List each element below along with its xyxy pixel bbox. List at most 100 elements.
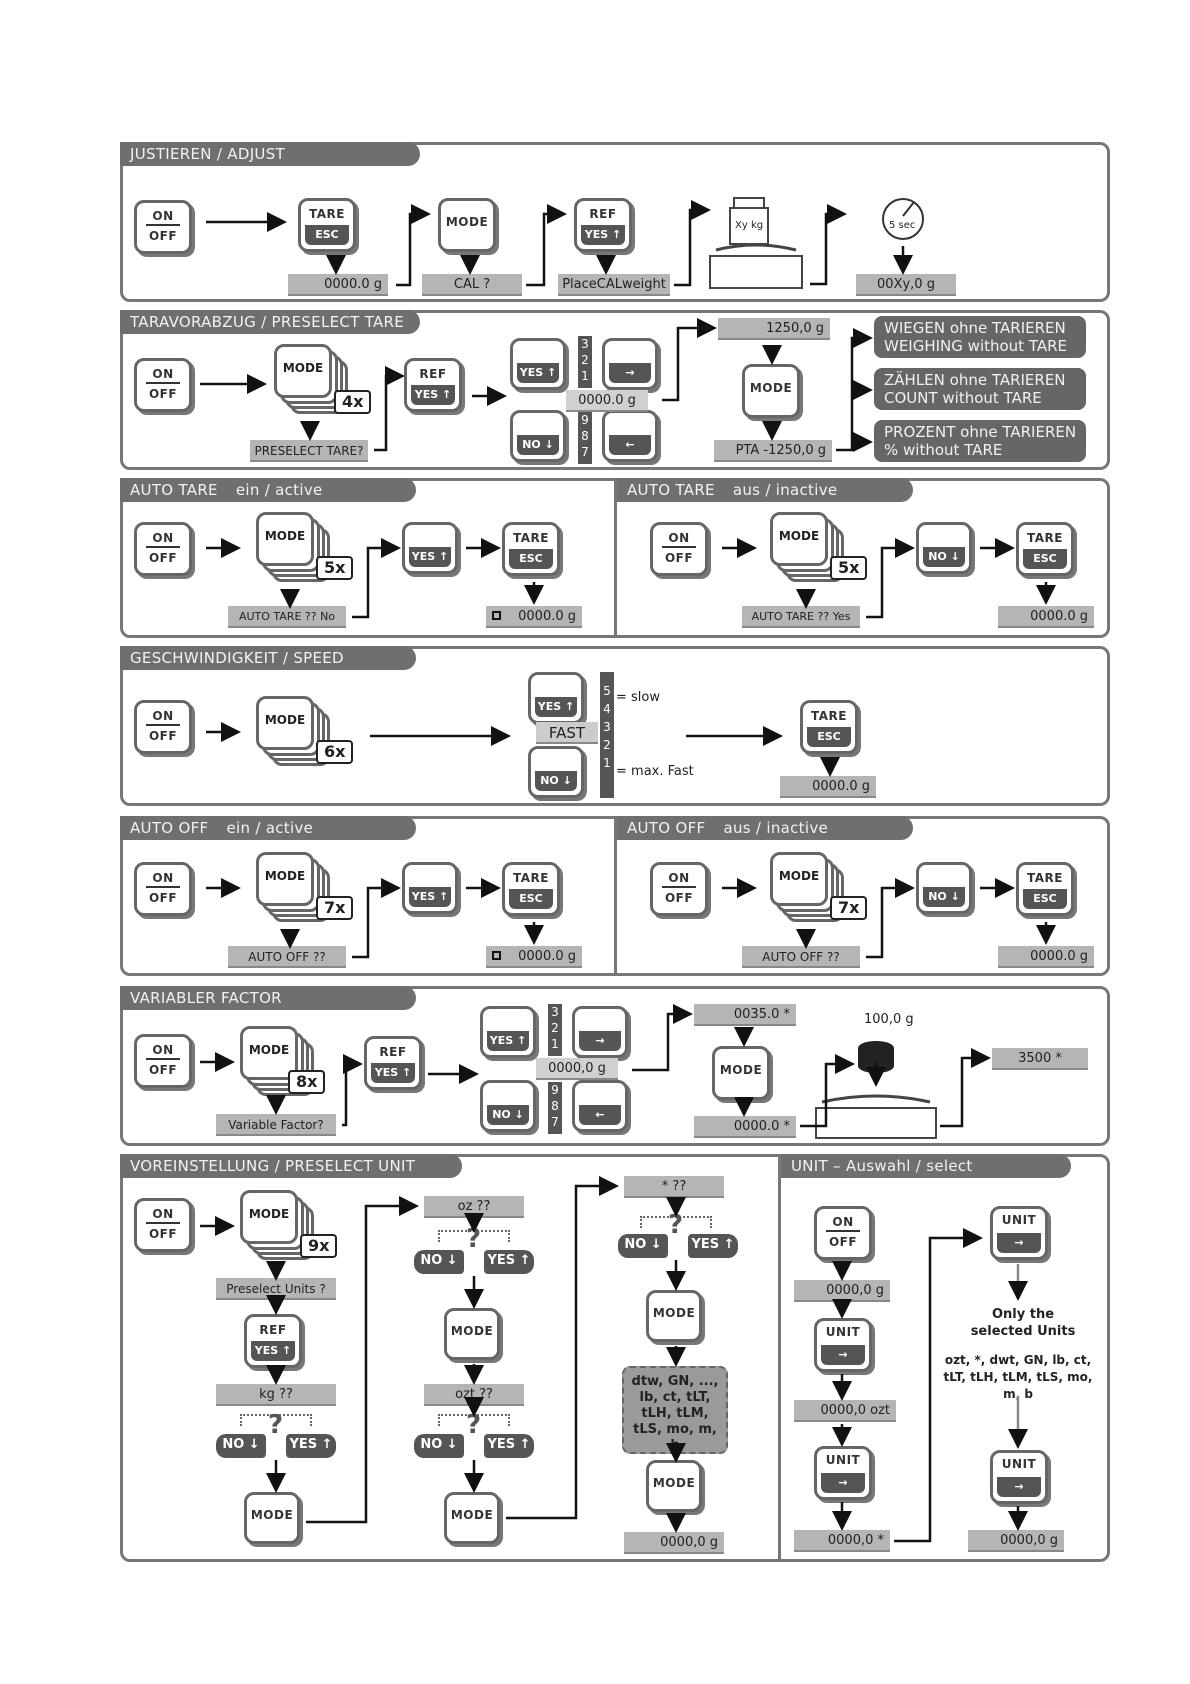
ref-yes-key[interactable]: REF YES ↑ — [244, 1314, 302, 1368]
no-down-key[interactable]: NO ↓ — [414, 1250, 464, 1274]
mode-key[interactable]: MODE — [646, 1290, 702, 1342]
variable-factor-prompt: Variable Factor? — [216, 1114, 336, 1136]
right-arrow-key[interactable]: → — [602, 338, 658, 390]
preselect-unit-title: VOREINSTELLUNG / PRESELECT UNIT — [120, 1154, 462, 1178]
mode-key[interactable]: MODE — [646, 1460, 702, 1512]
choice-bracket — [640, 1216, 712, 1228]
tare-esc-key[interactable]: TARE ESC — [502, 522, 560, 576]
no-down-key[interactable]: NO ↓ — [916, 862, 972, 914]
mode-key-stack[interactable]: MODE 5x — [770, 512, 870, 592]
left-arrow-key[interactable]: ← — [572, 1080, 628, 1132]
yes-up-key[interactable]: YES ↑ — [402, 522, 458, 574]
mode-key-stack[interactable]: MODE 7x — [770, 852, 870, 932]
digit-entry-display: 0000,0 g — [536, 1058, 618, 1080]
yes-up-key[interactable]: YES ↑ — [528, 672, 584, 724]
scale-with-weight-icon — [812, 1034, 940, 1142]
timer-icon: 5 sec — [880, 196, 926, 242]
auto-tare-off-prompt: AUTO TARE ?? Yes — [742, 606, 860, 628]
adjust-display-2: CAL ? — [422, 274, 522, 296]
auto-tare-off-result: 0000.0 g — [998, 606, 1094, 628]
no-down-key[interactable]: NO ↓ — [510, 410, 566, 462]
no-down-key[interactable]: NO ↓ — [916, 522, 972, 574]
no-down-key[interactable]: NO ↓ — [414, 1434, 464, 1458]
question-mark-icon: ? — [466, 1224, 482, 1254]
tare-esc-key[interactable]: TARE ESC — [298, 198, 356, 252]
mode-key-stack[interactable]: MODE 8x — [240, 1026, 340, 1106]
adjust-display-1: 0000.0 g — [288, 274, 388, 296]
units-list-box: dtw, GN, ..., lb, ct, tLT, tLH, tLM, tLS… — [622, 1366, 728, 1454]
unit-display-1: 0000,0 g — [794, 1280, 890, 1302]
no-down-key[interactable]: NO ↓ — [480, 1080, 536, 1132]
yes-up-key[interactable]: YES ↑ — [510, 338, 566, 390]
tare-esc-key[interactable]: TARE ESC — [1016, 522, 1074, 576]
unit-display-2: 0000,0 ozt — [794, 1400, 896, 1422]
question-mark-icon: ? — [268, 1410, 284, 1440]
mode-key-stack[interactable]: MODE 5x — [256, 512, 356, 592]
yes-up-key[interactable]: YES ↑ — [484, 1434, 534, 1458]
no-down-key[interactable]: NO ↓ — [528, 746, 584, 798]
mode-key[interactable]: MODE — [244, 1492, 300, 1544]
unit-key[interactable]: UNIT → — [814, 1318, 872, 1372]
scale-with-weight-icon: Xy kg — [706, 194, 806, 294]
unit-key[interactable]: UNIT → — [990, 1206, 1048, 1260]
press-count-badge: 5x — [316, 556, 354, 580]
yes-up-key[interactable]: YES ↑ — [402, 862, 458, 914]
mode-key[interactable]: MODE — [712, 1046, 770, 1100]
mode-key[interactable]: MODE — [444, 1492, 500, 1544]
only-selected-units-note: Only the selected Units — [970, 1307, 1076, 1339]
mode-key-stack[interactable]: MODE 9x — [240, 1190, 340, 1270]
mode-key[interactable]: MODE — [444, 1308, 500, 1360]
tare-esc-key[interactable]: TARE ESC — [800, 700, 858, 754]
no-down-key[interactable]: NO ↓ — [216, 1434, 266, 1458]
right-arrow-key[interactable]: → — [572, 1006, 628, 1058]
press-count-badge: 8x — [288, 1070, 326, 1094]
tare-esc-key[interactable]: TARE ESC — [502, 862, 560, 916]
speed-title: GESCHWINDIGKEIT / SPEED — [120, 646, 416, 670]
mode-key-stack[interactable]: MODE 4x — [274, 344, 372, 424]
preselect-unit-result: 0000,0 g — [624, 1532, 724, 1554]
max-fast-label: = max. Fast — [616, 764, 694, 779]
adjust-title: JUSTIEREN / ADJUST — [120, 142, 420, 166]
weight-label: 100,0 g — [864, 1012, 914, 1027]
yes-up-key[interactable]: YES ↑ — [286, 1434, 336, 1458]
mode-key[interactable]: MODE — [742, 364, 800, 418]
ref-yes-key[interactable]: REF YES ↑ — [574, 198, 632, 252]
left-arrow-key[interactable]: ← — [602, 410, 658, 462]
variable-factor-title: VARIABLER FACTOR — [120, 986, 416, 1010]
factor-zero-display: 0000.0 * — [694, 1116, 796, 1138]
ref-yes-key[interactable]: REF YES ↑ — [364, 1036, 422, 1090]
yes-up-key[interactable]: YES ↑ — [480, 1006, 536, 1058]
unit-key[interactable]: UNIT → — [814, 1446, 872, 1500]
speed-result: 0000.0 g — [780, 776, 876, 798]
adjust-display-3: PlaceCALweight — [558, 274, 670, 296]
ref-yes-key[interactable]: REF YES ↑ — [404, 358, 462, 412]
mode-key-stack[interactable]: MODE 6x — [256, 696, 356, 776]
yes-up-key[interactable]: YES ↑ — [484, 1250, 534, 1274]
no-down-key[interactable]: NO ↓ — [618, 1234, 668, 1258]
unit-key[interactable]: UNIT → — [990, 1450, 1048, 1504]
speed-fast-display: FAST — [536, 722, 598, 744]
mode-key-stack[interactable]: MODE 7x — [256, 852, 356, 932]
selected-units-list: ozt, *, dwt, GN, lb, ct, tLT, tLH, tLM, … — [943, 1353, 1093, 1401]
auto-off-on-result: 0000.0 g — [486, 946, 582, 968]
tare-esc-key[interactable]: TARE ESC — [1016, 862, 1074, 916]
factor-result: 3500 * — [992, 1048, 1088, 1070]
yes-up-key[interactable]: YES ↑ — [688, 1234, 738, 1258]
mode-key[interactable]: MODE — [438, 198, 496, 252]
factor-display: 0035.0 * — [694, 1004, 796, 1026]
